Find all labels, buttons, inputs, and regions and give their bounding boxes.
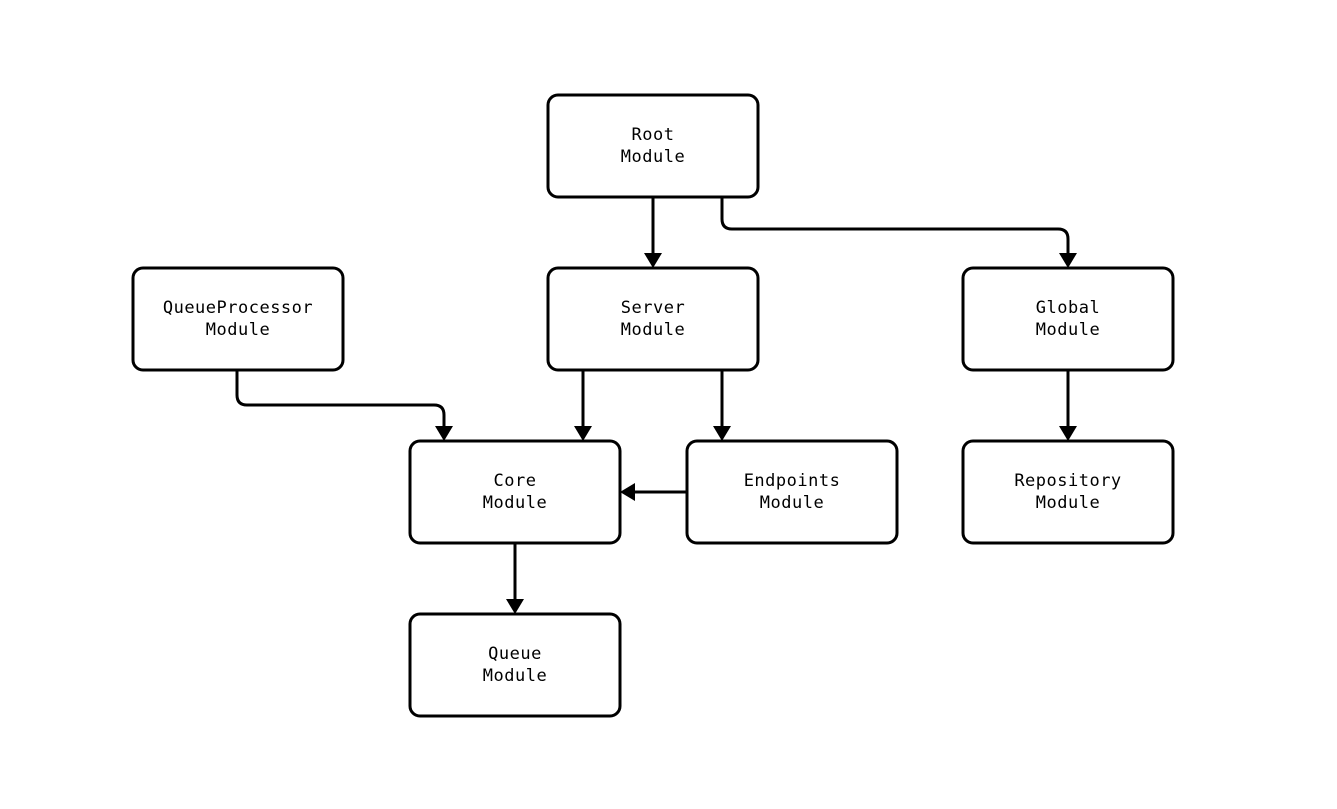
edge-line	[720, 197, 1070, 258]
edge-server-to-endpoints	[713, 370, 731, 441]
edge-root-to-global	[720, 197, 1077, 268]
node-label-line2: Module	[760, 493, 824, 513]
node-box[interactable]	[685, 439, 899, 545]
edge-global-to-repository	[1059, 370, 1077, 441]
node-box[interactable]	[131, 266, 345, 372]
arrow-head-icon	[1059, 253, 1077, 268]
node-box[interactable]	[408, 439, 622, 545]
edge-root-to-server	[644, 197, 662, 268]
edge-queueprocessor-to-core	[235, 370, 453, 441]
arrow-head-icon	[713, 426, 731, 441]
edges-layer	[235, 197, 1077, 614]
node-label-line2: Module	[1036, 493, 1100, 513]
arrow-head-icon	[620, 483, 635, 501]
node-label-line2: Module	[483, 493, 547, 513]
node-label-line1: Endpoints	[744, 471, 841, 491]
node-label-line1: QueueProcessor	[163, 298, 313, 318]
node-label-line1: Core	[494, 471, 537, 491]
arrow-head-icon	[506, 599, 524, 614]
arrow-head-icon	[435, 426, 453, 441]
node-box[interactable]	[546, 266, 760, 372]
edge-core-to-queue	[506, 543, 524, 614]
node-label-line1: Repository	[1014, 471, 1121, 491]
arrow-head-icon	[574, 426, 592, 441]
node-label-line2: Module	[1036, 320, 1100, 340]
node-label-line1: Global	[1036, 298, 1100, 318]
arrow-head-icon	[644, 253, 662, 268]
node-label-line2: Module	[483, 666, 547, 686]
edge-line	[235, 370, 446, 431]
edge-endpoints-to-core	[620, 483, 687, 501]
node-label-line2: Module	[621, 147, 685, 167]
node-box[interactable]	[961, 439, 1175, 545]
edge-server-to-core	[574, 370, 592, 441]
node-label-line1: Server	[621, 298, 685, 318]
node-box[interactable]	[961, 266, 1175, 372]
node-box[interactable]	[408, 612, 622, 718]
node-label-line2: Module	[206, 320, 270, 340]
node-box[interactable]	[546, 93, 760, 199]
node-label-line1: Root	[632, 125, 675, 145]
node-label-line1: Queue	[488, 644, 542, 664]
node-label-line2: Module	[621, 320, 685, 340]
arrow-head-icon	[1059, 426, 1077, 441]
